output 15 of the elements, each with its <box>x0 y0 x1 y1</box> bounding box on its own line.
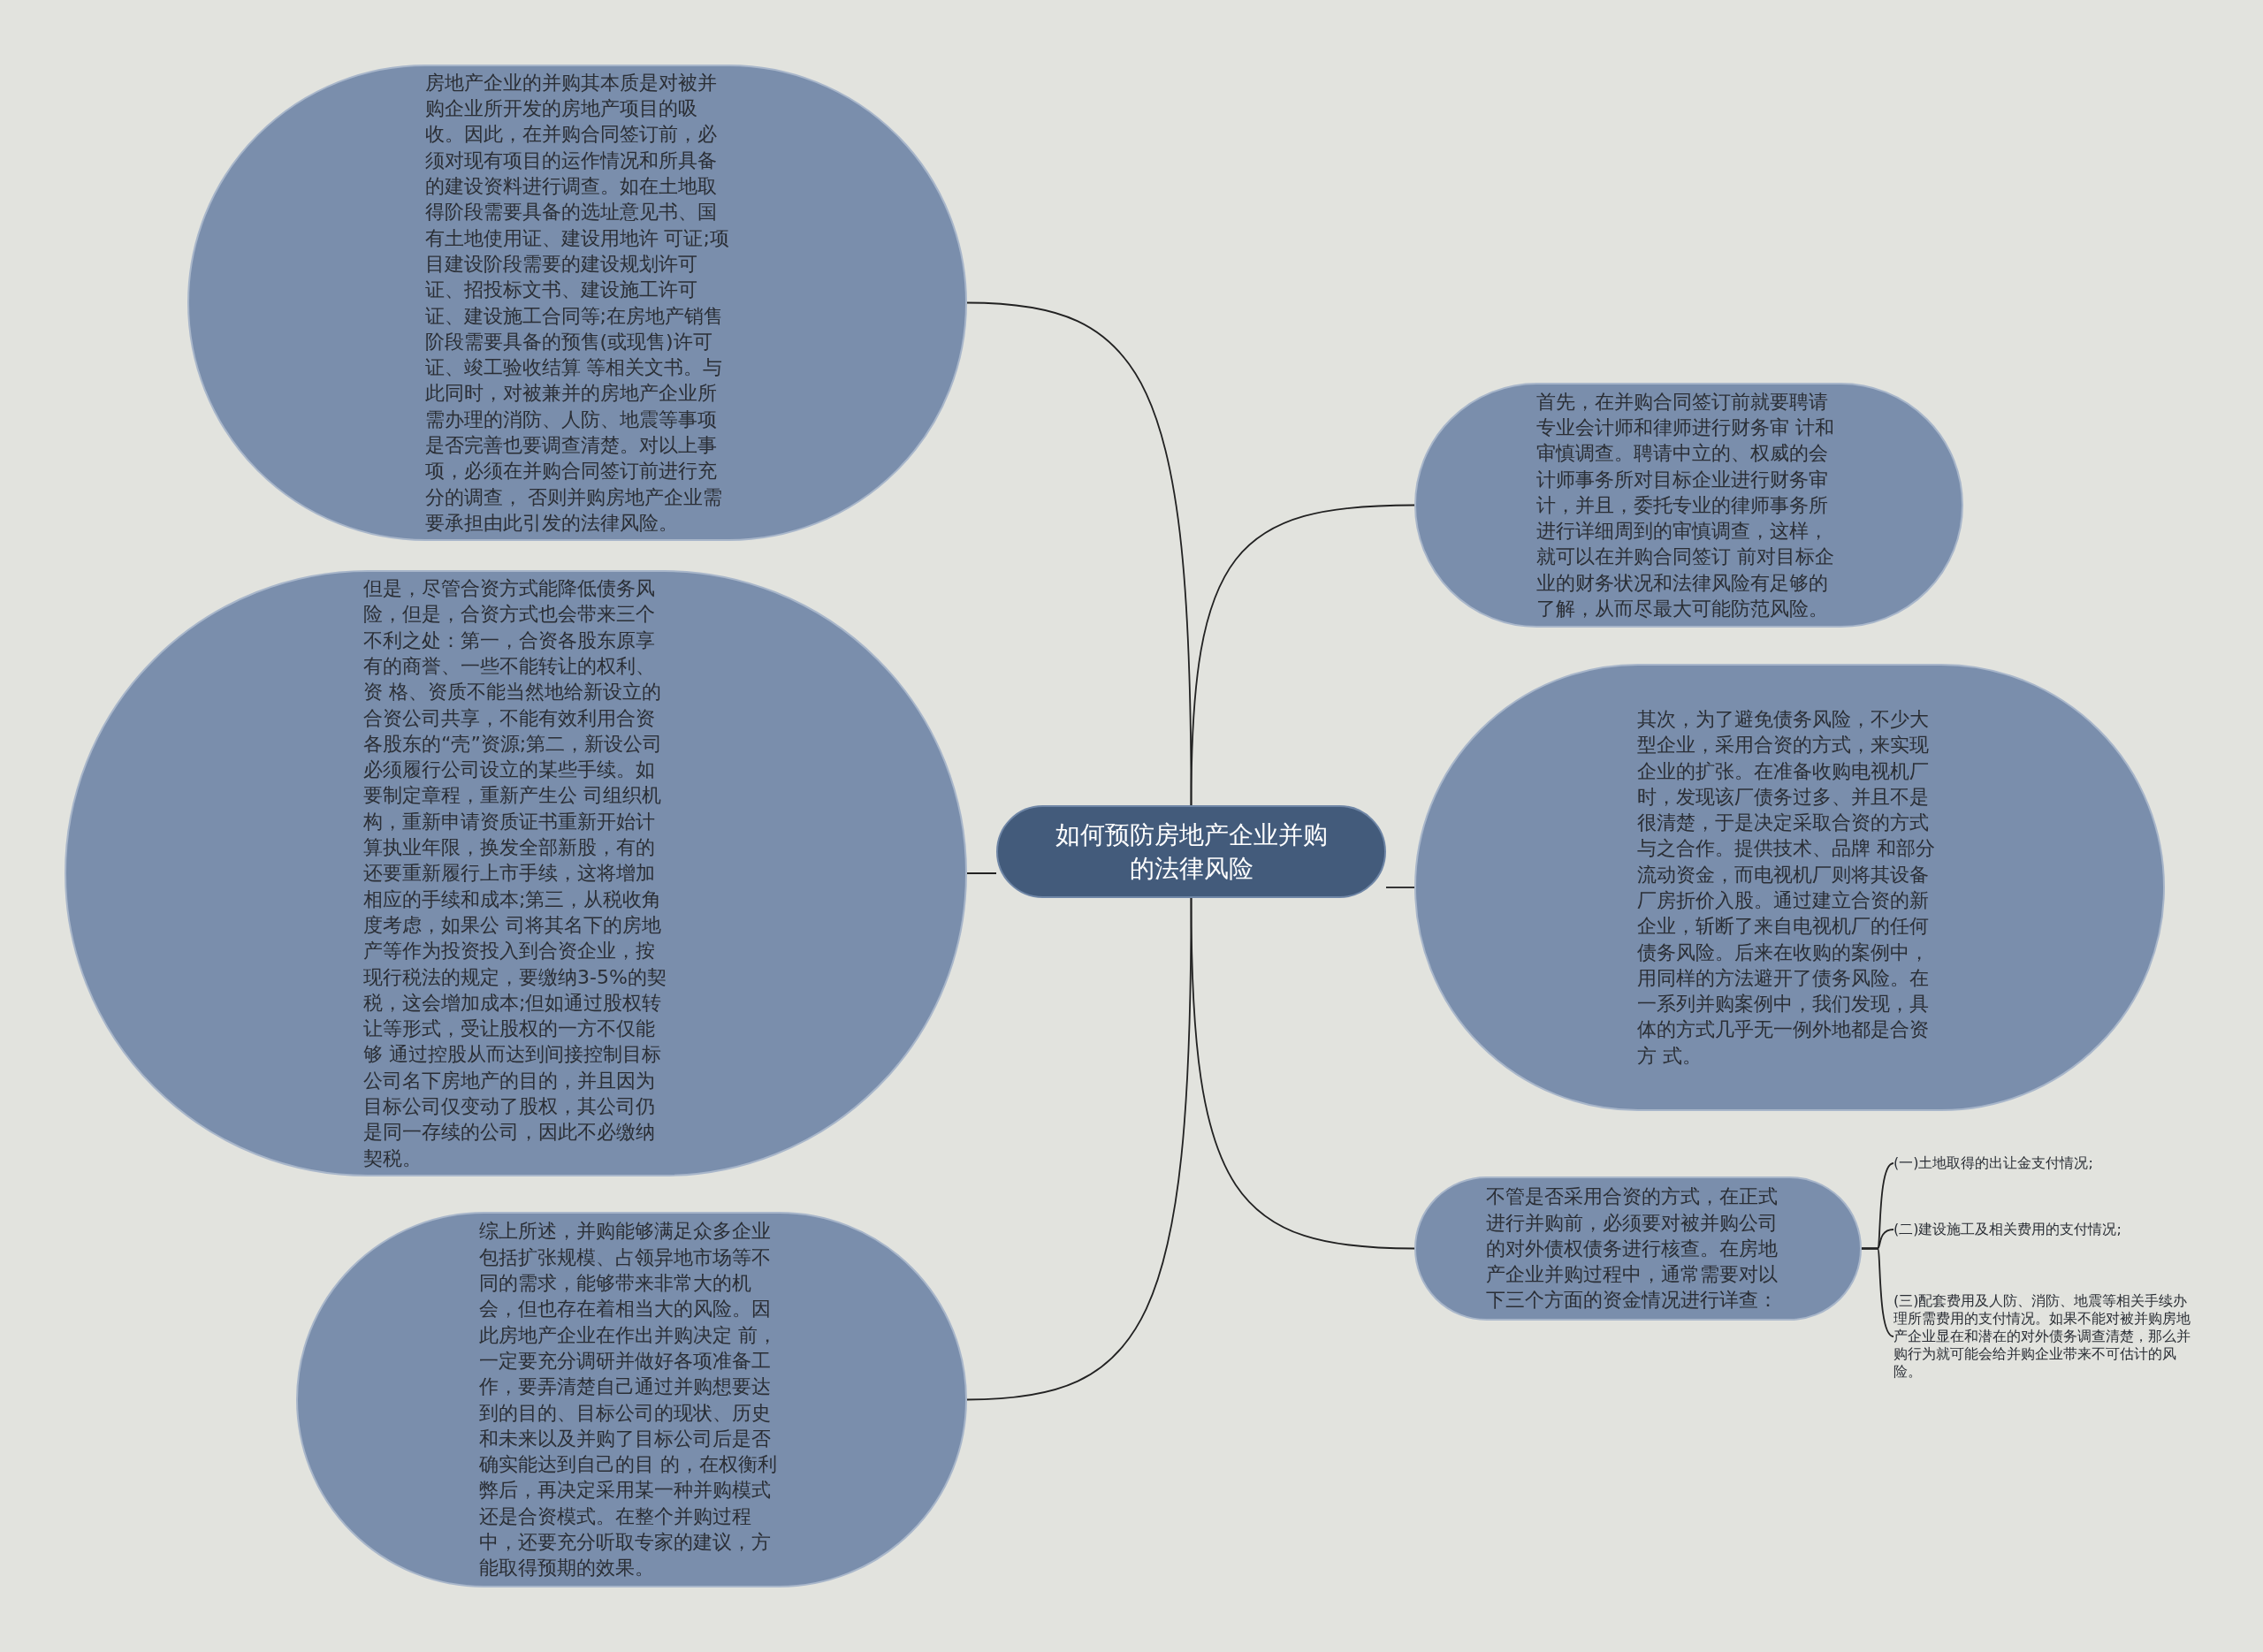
topic-text: 综上所述，并购能够满足众多企业包括扩张规模、占领异地市场等不同的需求，能够带来非常大的机会，但也存在着相当大的风险。因此房地产企业在作出并购决定 前，一定要充分调研并做好各项准备工作，要弄清楚自己通过并购想要达到的目的、目标公司的现状、历史和未来以及并购了目标公司后是否确实能达到自己的目 的，在权衡利弊后，再决定采用某一种并购模式还是合资模式。在整个并购过程中，还要充分听取专家的建议，方能取得预期的效果。 <box>479 1219 778 1581</box>
connector-line <box>966 872 997 874</box>
branch-text: (三)配套费用及人防、消防、地震等相关手续办理所需费用的支付情况。如果不能对被并购房地产企业显在和潜在的对外债务调查清楚，那么并购行为就可能会给并购企业带来不可估计的风险。 <box>1893 1292 2194 1381</box>
topic-text: 但是，尽管合资方式能降低债务风险，但是，合资方式也会带来三个不利之处：第一，合资各股东原享有的商誉、一些不能转让的权利、资 格、资质不能当然地给新设立的合资公司共享，不能有效利用合资各股东的“壳”资源;第二，新设公司必须履行公司设立的某些手续。如要制定章程，重新产生公 司组织机构，重新申请资质证书重新开始计算执业年限，换发全部新股，有的还要重新履行上市手续，这将增加相应的手续和成本;第三，从税收角度考虑，如果公 司将其名下的房地产等作为投资投入到合资企业，按现行税法的规定，要缴纳3-5%的契税，这会增加成本;但如通过股权转让等形式，受让股权的一方不仅能够 通过控股从而达到间接控制目标公司名下房地产的目的，并且因为目标公司仅变动了股权，其公司仍是同一存续的公司，因此不必缴纳契税。 <box>363 576 667 1171</box>
topic-text: 不管是否采用合资的方式，在正式进行并购前，必须要对被并购公司的对外债权债务进行核查。在房地产企业并购过程中，通常需要对以下三个方面的资金情况进行详查： <box>1485 1184 1779 1313</box>
connector-line <box>1190 504 1415 806</box>
branch-text: (一)土地取得的出让金支付情况; <box>1893 1154 2194 1172</box>
connector-line <box>1861 1247 1894 1337</box>
connector-line <box>1385 887 1415 888</box>
central-topic-text: 如何预防房地产企业并购的法律风险 <box>1054 818 1329 885</box>
topic-text: 其次，为了避免债务风险，不少大型企业，采用合资的方式，来实现企业的扩张。在准备收购电视机厂时，发现该厂债务过多、并且不是很清楚，于是决定采取合资的方式与之合作。提供技术、品牌 和部分流动资金，而电视机厂则将其设备厂房折价入股。通过建立合资的新企业，斩断了来自电视机厂的任何债务风险。后来在收购的案例中，用同样的方法避开了债务风险。在一系列并购案例中，我们发现，具体的方式几乎无一例外地都是合资方 式。 <box>1637 706 1936 1069</box>
topic-text: 房地产企业的并购其本质是对被并购企业所开发的房地产项目的吸收。因此，在并购合同签订前，必须对现有项目的运作情况和所具备的建设资料进行调查。如在土地取得阶段需要具备的选址意见书、国有土地使用证、建设用地许 可证;项目建设阶段需要的建设规划许可证、招投标文书、建设施工许可证、建设施工合同等;在房地产销售阶段需要具备的预售(或现售)许可证、竣工验收结算 等相关文书。与此同时，对被兼并的房地产企业所需办理的消防、人防、地震等事项是否完善也要调查清楚。对以上事项，必须在并购合同签订前进行充分的调查， 否则并购房地产企业需要承担由此引发的法律风险。 <box>424 70 730 536</box>
connector-line <box>1190 897 1415 1250</box>
topic-text: 首先，在并购合同签订前就要聘请专业会计师和律师进行财务审 计和审慎调查。聘请中立的、权威的会计师事务所对目标企业进行财务审计，并且，委托专业的律师事务所进行详细周到的审慎调查，这样，就可以在并购合同签订 前对目标企业的财务状况和法律风险有足够的了解，从而尽最大可能防范风险。 <box>1536 389 1835 622</box>
branch-text: (二)建设施工及相关费用的支付情况; <box>1893 1221 2194 1238</box>
